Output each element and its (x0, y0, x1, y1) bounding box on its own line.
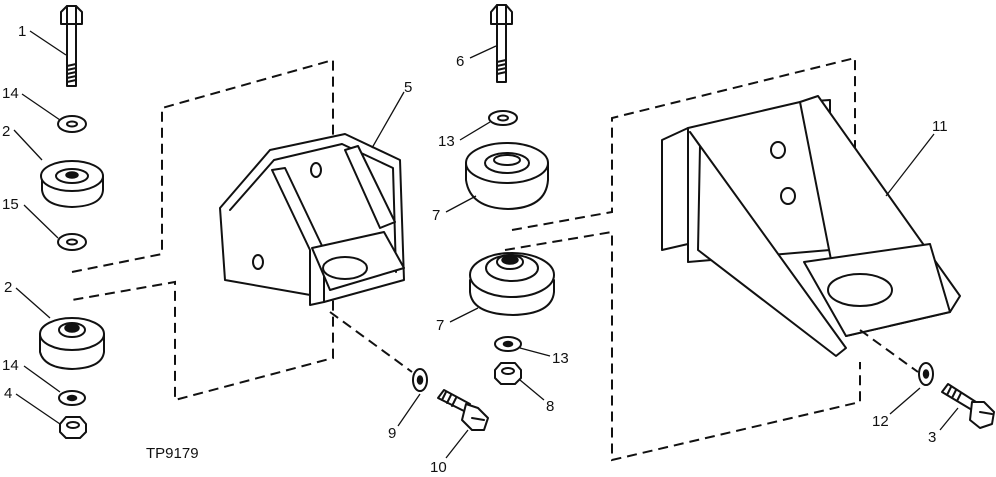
callout-1: 1 (18, 23, 26, 40)
washer-15 (57, 233, 87, 251)
callout-14-top: 14 (2, 85, 19, 102)
callout-2-top: 2 (2, 123, 10, 140)
callout-9: 9 (388, 425, 396, 442)
callout-15: 15 (2, 196, 19, 213)
callout-7-top: 7 (432, 207, 440, 224)
nut-4 (59, 416, 87, 439)
callout-12: 12 (872, 413, 889, 430)
washer-13-bottom (494, 336, 522, 352)
callout-5: 5 (404, 79, 412, 96)
rubber-isolator-2-bottom (39, 317, 105, 370)
washer-14-top (57, 115, 87, 133)
callout-3: 3 (928, 429, 936, 446)
washer-13-top (488, 110, 518, 126)
washer-14-bottom (58, 390, 86, 406)
callout-13-top: 13 (438, 133, 455, 150)
bracket-5 (219, 133, 405, 306)
washer-9 (412, 368, 428, 392)
callout-14-bottom: 14 (2, 357, 19, 374)
callout-13-bottom: 13 (552, 350, 569, 367)
washer-12 (918, 362, 934, 386)
bracket-11 (661, 95, 961, 357)
callout-2-bottom: 2 (4, 279, 12, 296)
callout-8: 8 (546, 398, 554, 415)
callout-4: 4 (4, 385, 12, 402)
callout-6: 6 (456, 53, 464, 70)
figure-id: TP9179 (146, 445, 199, 462)
nut-8 (494, 362, 522, 385)
leader-lines (13, 30, 959, 459)
bolt-1 (60, 5, 83, 87)
right-dashed-outline (504, 56, 861, 462)
rubber-isolator-7-top (465, 142, 549, 210)
bolt-10 (437, 389, 489, 431)
bolt-6 (490, 4, 513, 83)
callout-11: 11 (932, 118, 948, 135)
callout-10: 10 (430, 459, 447, 476)
bolt-3 (941, 383, 995, 429)
rubber-isolator-2-top (40, 160, 104, 208)
rubber-isolator-7-bottom (469, 252, 555, 316)
callout-7-bottom: 7 (436, 317, 444, 334)
callout-labels: 1 14 2 15 2 14 4 5 6 13 7 7 13 8 9 10 11… (2, 23, 948, 476)
